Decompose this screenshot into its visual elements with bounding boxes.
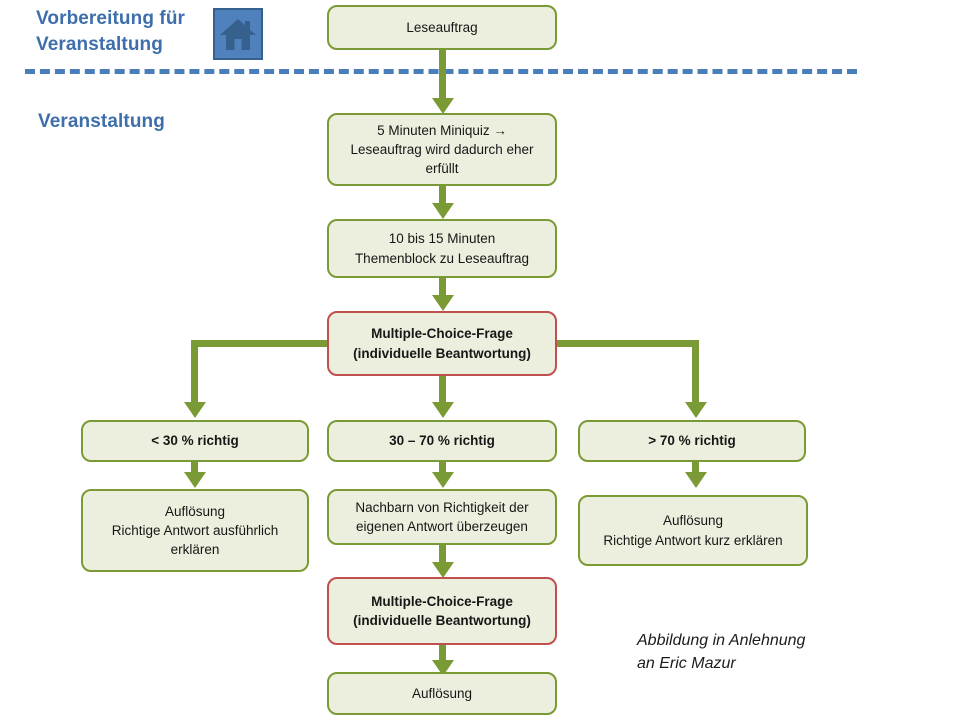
arrowhead-themenblock (431, 203, 454, 219)
connector-branch-left-horizontal (191, 340, 336, 347)
arrowhead-branch-left (183, 402, 206, 418)
node-themenblock[interactable]: 10 bis 15 Minuten Themenblock zu Leseauf… (327, 219, 557, 278)
connector-branch-middle (439, 376, 446, 408)
node-result-over-70[interactable]: Auflösung Richtige Antwort kurz erklären (578, 495, 808, 566)
arrowhead-branch-middle (431, 402, 454, 418)
connector-midresult-mcfrage2 (439, 545, 446, 569)
event-section-title: Veranstaltung (38, 111, 165, 132)
connector-branch-right-horizontal (550, 340, 699, 347)
arrowhead-mcfrage-1 (431, 295, 454, 311)
node-result-under-30[interactable]: Auflösung Richtige Antwort ausführlich e… (81, 489, 309, 572)
connector-themenblock-mcfrage (439, 278, 446, 302)
arrowhead-mid-result (431, 472, 454, 488)
connector-branch-left-vertical (191, 340, 198, 408)
connector-leseauftrag-miniquiz (439, 50, 446, 102)
node-result-30-to-70[interactable]: Nachbarn von Richtigkeit der eigenen Ant… (327, 489, 557, 545)
node-miniquiz[interactable]: 5 Minuten Miniquiz → Leseauftrag wird da… (327, 113, 557, 186)
home-icon (213, 8, 263, 60)
connector-low-result (191, 462, 198, 480)
preparation-section-title: Vorbereitung für Veranstaltung (36, 8, 186, 55)
connector-mid-result (439, 462, 446, 480)
node-leseauftrag[interactable]: Leseauftrag (327, 5, 557, 50)
connector-branch-right-vertical (692, 340, 699, 408)
arrowhead-miniquiz (431, 98, 454, 114)
node-branch-under-30[interactable]: < 30 % richtig (81, 420, 309, 462)
connector-mcfrage2-aufloesung (439, 645, 446, 669)
node-branch-30-to-70[interactable]: 30 – 70 % richtig (327, 420, 557, 462)
arrowhead-low-result (183, 472, 206, 488)
node-multiple-choice-frage-1[interactable]: Multiple-Choice-Frage (individuelle Bean… (327, 311, 557, 376)
arrowhead-high-result (684, 472, 707, 488)
node-multiple-choice-frage-2[interactable]: Multiple-Choice-Frage (individuelle Bean… (327, 577, 557, 645)
connector-high-result (692, 462, 699, 480)
node-aufloesung-final[interactable]: Auflösung (327, 672, 557, 715)
node-branch-over-70[interactable]: > 70 % richtig (578, 420, 806, 462)
arrowhead-mcfrage-2 (431, 562, 454, 578)
figure-caption: Abbildung in Anlehnung an Eric Mazur (637, 632, 806, 673)
connector-miniquiz-themenblock (439, 186, 446, 210)
arrowhead-branch-right (684, 402, 707, 418)
